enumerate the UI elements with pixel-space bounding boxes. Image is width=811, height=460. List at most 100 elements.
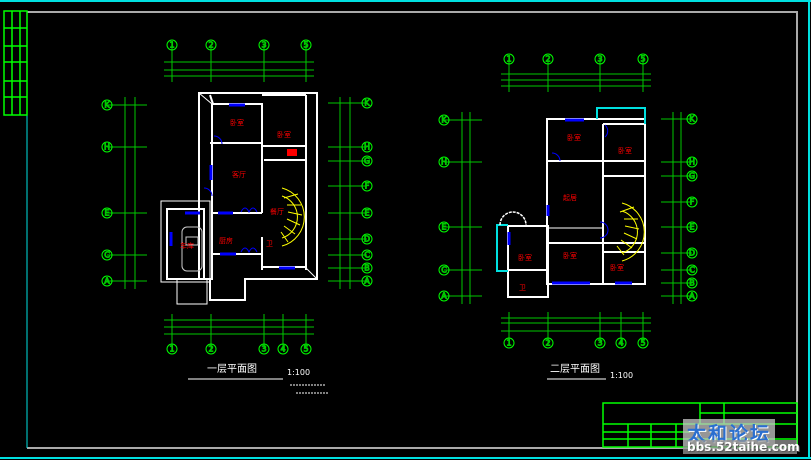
axis-label-right: H xyxy=(364,143,370,152)
axis-bubble xyxy=(101,99,113,111)
axis-label-right: C xyxy=(364,251,370,260)
axis-bubble xyxy=(686,247,698,259)
plan-title: 一层平面图 xyxy=(207,363,257,375)
axis-label-right: A xyxy=(689,292,695,301)
axis-bubble xyxy=(258,343,270,355)
axis-bubble xyxy=(300,39,312,51)
svg-text:卧室: 卧室 xyxy=(618,146,632,155)
axis-bubble xyxy=(205,343,217,355)
axis-bubble xyxy=(542,53,554,65)
axis-bubble xyxy=(438,221,450,233)
axis-label-top: 1 xyxy=(169,41,174,50)
axis-label-right: G xyxy=(689,172,695,181)
plan-scale: 1:100 xyxy=(610,371,633,380)
plan-scale: 1:100 xyxy=(287,368,310,377)
axis-bubble xyxy=(361,275,373,287)
axis-bubble xyxy=(686,170,698,182)
axis-label-right: B xyxy=(689,279,695,288)
walls xyxy=(160,92,318,305)
axis-bubble xyxy=(438,156,450,168)
svg-text:卫: 卫 xyxy=(519,284,526,292)
axis-bubble xyxy=(503,53,515,65)
axis-label-right: K xyxy=(689,115,695,124)
axis-label-left: E xyxy=(104,209,109,218)
axis-label-right: D xyxy=(689,249,695,258)
axis-bubble xyxy=(686,156,698,168)
axis-label-right: E xyxy=(364,209,369,218)
axis-bubble xyxy=(637,53,649,65)
axis-label-bottom: 1 xyxy=(169,345,174,354)
axis-label-top: 3 xyxy=(261,41,266,50)
axis-label-left: A xyxy=(441,292,447,301)
axis-bubble xyxy=(361,155,373,167)
axis-bubble xyxy=(361,207,373,219)
axis-label-top: 5 xyxy=(303,41,308,50)
axis-bubble xyxy=(361,141,373,153)
svg-text:起居: 起居 xyxy=(563,194,577,202)
axis-bubble xyxy=(438,264,450,276)
axis-bubble xyxy=(101,275,113,287)
watermark-url: bbs.52taihe.com xyxy=(683,440,800,454)
axis-label-top: 3 xyxy=(597,55,602,64)
axis-bubble xyxy=(637,337,649,349)
axis-bubble xyxy=(205,39,217,51)
svg-text:卫: 卫 xyxy=(266,240,273,248)
axis-label-right: F xyxy=(365,182,370,191)
axis-bubble xyxy=(438,114,450,126)
axis-bubble xyxy=(686,264,698,276)
spiral-stair xyxy=(616,202,645,262)
axis-label-right: C xyxy=(689,266,695,275)
axis-label-top: 2 xyxy=(208,41,213,50)
svg-text:厨房: 厨房 xyxy=(219,236,233,245)
axis-bubble xyxy=(166,39,178,51)
axis-label-right: F xyxy=(690,198,695,207)
axis-label-right: E xyxy=(689,223,694,232)
axis-label-left: H xyxy=(441,158,447,167)
axis-label-left: K xyxy=(441,116,447,125)
axis-label-left: K xyxy=(104,101,110,110)
axis-bubble xyxy=(503,337,515,349)
axis-bubble xyxy=(686,221,698,233)
axis-bubble xyxy=(277,343,289,355)
axis-bubble xyxy=(361,233,373,245)
axis-bubble xyxy=(101,207,113,219)
axis-label-bottom: 4 xyxy=(618,339,623,348)
axis-label-left: E xyxy=(441,223,446,232)
plan-title: 二层平面图 xyxy=(550,363,600,375)
svg-text:卧室: 卧室 xyxy=(277,130,291,139)
axis-label-bottom: 2 xyxy=(545,339,550,348)
axis-label-bottom: 5 xyxy=(303,345,308,354)
svg-text:卧室: 卧室 xyxy=(518,253,532,262)
axis-label-right: K xyxy=(364,99,370,108)
axis-bubble xyxy=(594,53,606,65)
axis-label-bottom: 3 xyxy=(261,345,266,354)
axis-label-right: A xyxy=(364,277,370,286)
axis-label-right: B xyxy=(364,264,370,273)
axis-bubble xyxy=(300,343,312,355)
axis-bubble xyxy=(361,249,373,261)
axis-label-left: C xyxy=(104,251,110,260)
svg-text:车库: 车库 xyxy=(180,241,194,250)
axis-bubble xyxy=(686,113,698,125)
axis-label-bottom: 2 xyxy=(208,345,213,354)
axis-label-bottom: 1 xyxy=(506,339,511,348)
svg-text:客厅: 客厅 xyxy=(232,170,246,179)
axis-bubble xyxy=(166,343,178,355)
axis-bubble xyxy=(258,39,270,51)
axis-label-top: 5 xyxy=(640,55,645,64)
axis-label-left: C xyxy=(441,266,447,275)
axis-bubble xyxy=(361,97,373,109)
axis-label-left: A xyxy=(104,277,110,286)
svg-text:卧室: 卧室 xyxy=(563,251,577,260)
axis-bubble xyxy=(438,290,450,302)
axis-label-bottom: 4 xyxy=(280,345,285,354)
axis-bubble xyxy=(101,249,113,261)
axis-label-right: D xyxy=(364,235,370,244)
axis-label-bottom: 5 xyxy=(640,339,645,348)
axis-label-right: G xyxy=(364,157,370,166)
svg-text:餐厅: 餐厅 xyxy=(270,207,284,216)
spiral-stair xyxy=(280,187,305,247)
